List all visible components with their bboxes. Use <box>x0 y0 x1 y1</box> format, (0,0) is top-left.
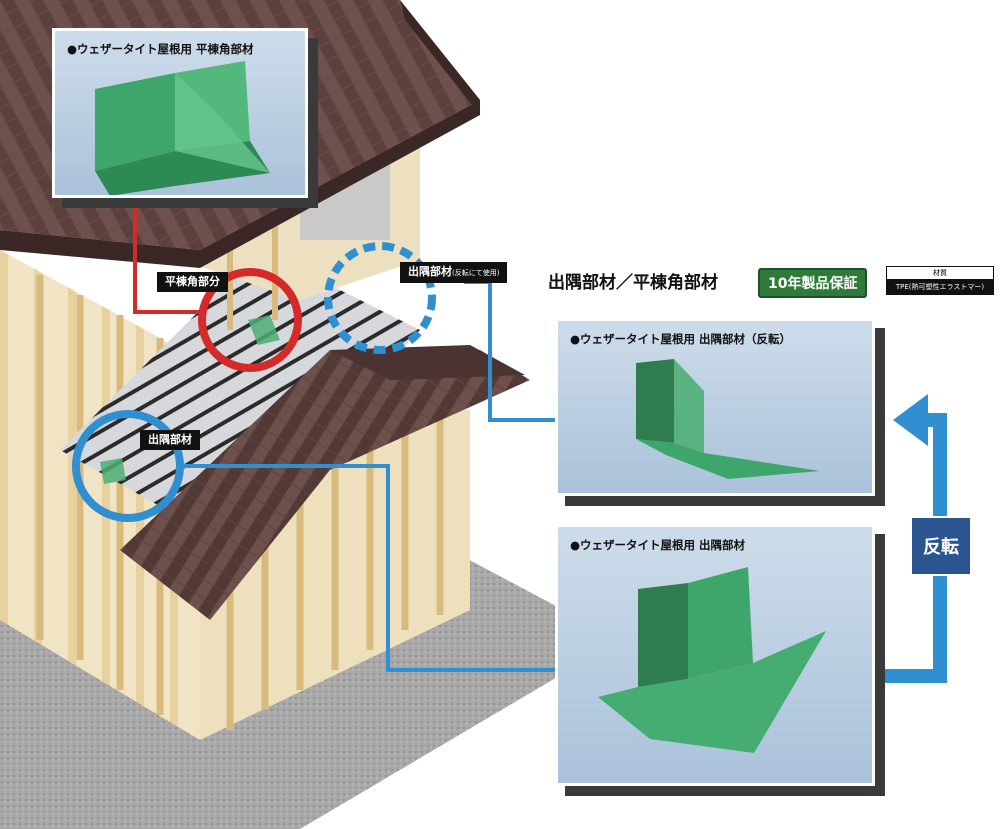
corner-part-icon <box>598 567 826 753</box>
ridge-corner-part-icon <box>95 61 270 195</box>
corner-part-on-roof <box>100 458 126 484</box>
product-heading: 出隅部材／平棟角部材 <box>548 273 718 293</box>
ridge-highlight-ring <box>198 268 302 372</box>
material-badge: 材質 TPE(熱可塑性エラストマー) <box>886 266 994 295</box>
corner-panel-title: ●ウェザータイト屋根用 出隅部材 <box>570 538 746 552</box>
reversed-corner-panel: ●ウェザータイト屋根用 出隅部材（反転） <box>555 318 875 496</box>
warranty-badge: 10年製品保証 <box>758 268 868 298</box>
material-label: 材質 <box>887 267 993 280</box>
ridge-corner-part-on-roof <box>248 315 280 345</box>
lower-roof-shingles <box>120 350 530 620</box>
ridge-connector-line <box>133 196 205 314</box>
corner-part-tag: 出隅部材 <box>140 430 200 450</box>
corner-panel: ●ウェザータイト屋根用 出隅部材 <box>555 524 875 786</box>
corner-connector-line <box>180 464 556 672</box>
reversed-use-tag: 出隅部材(反転にて使用) <box>400 262 508 283</box>
ridge-corner-panel: ●ウェザータイト屋根用 平棟角部材 <box>52 28 308 198</box>
ridge-corner-tag: 平棟角部分 <box>157 272 228 292</box>
reversed-corner-part-icon <box>636 359 820 479</box>
flip-label-box: 反転 <box>910 516 972 576</box>
reversed-corner-panel-title: ●ウェザータイト屋根用 出隅部材（反転） <box>570 332 792 346</box>
reversed-highlight-ring <box>324 242 436 354</box>
material-value: TPE(熱可塑性エラストマー) <box>887 280 993 294</box>
flip-arrow-head <box>893 394 928 446</box>
ridge-corner-panel-title: ●ウェザータイト屋根用 平棟角部材 <box>67 42 254 56</box>
